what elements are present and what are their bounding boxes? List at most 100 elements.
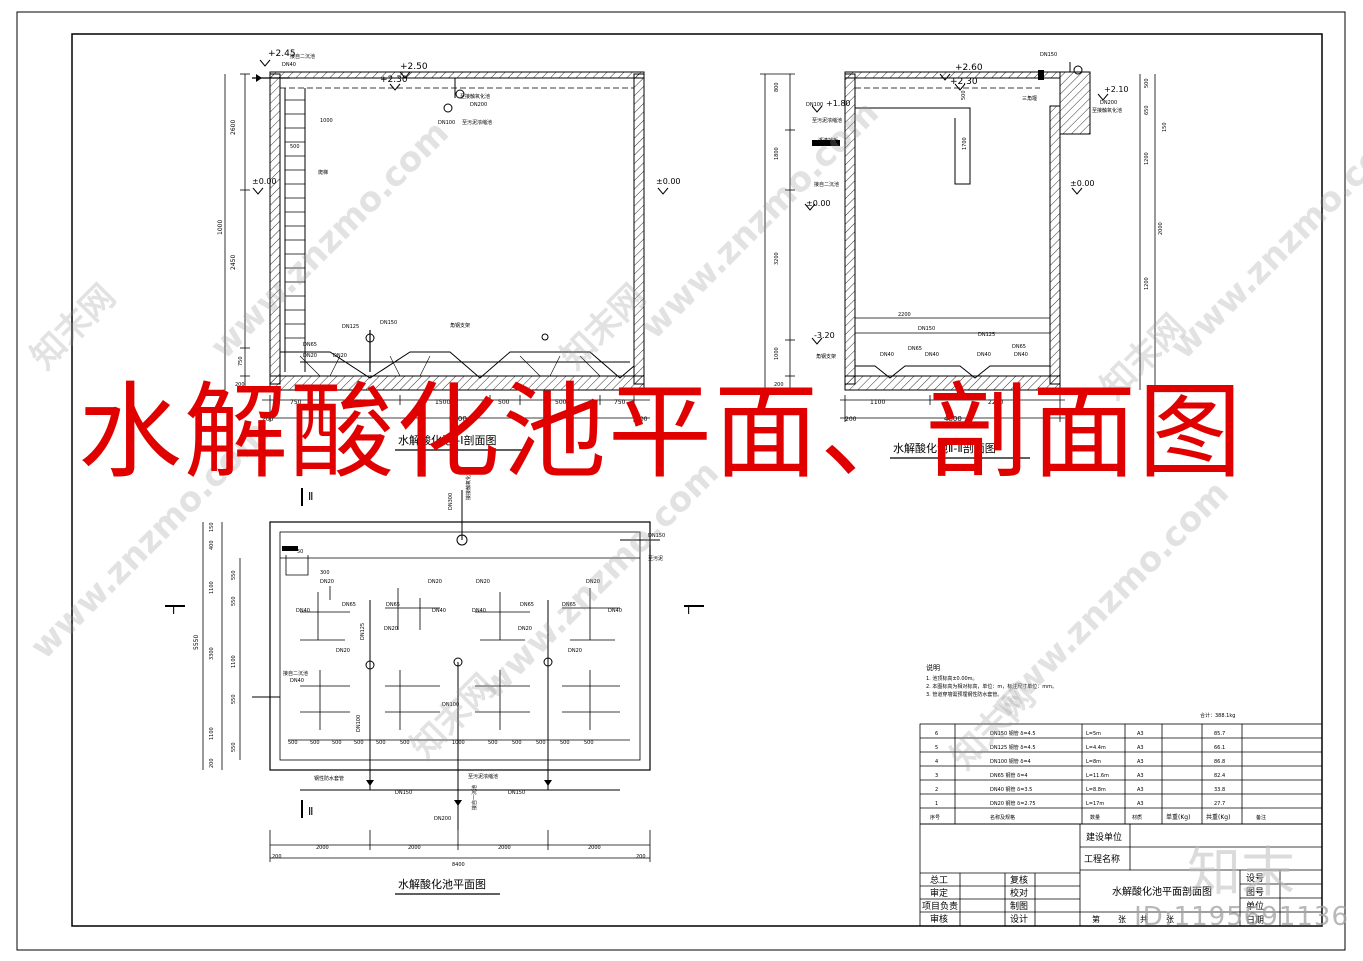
tb-total-sheets: 共 [1140,915,1148,924]
s2-elev-water: +2.30 [950,77,978,87]
tb-sheet2: 张 [1118,915,1126,924]
s2-dim-right-4: 1200 [1144,277,1150,290]
plan-dim-left-7: 550 [231,694,237,704]
mat-header-mat: 材质 [1132,814,1142,821]
plan-pipe-dim-10: 500 [560,740,570,746]
plan-dn150b: DN150 [508,790,525,796]
plan-branch-4: DN40 [296,608,310,614]
plan-to-oxic: 接自一沉池 [471,785,478,810]
s2-dim-1700: 1700 [962,137,968,150]
plan-branch-15: DN20 [568,648,582,654]
mat-row-4-no: 2 [935,787,938,793]
main-title: 水解酸化池平面、剖面图 [78,371,1245,493]
inner-frame [71,33,1323,927]
plan-dn40: DN40 [290,678,304,684]
s1-elev-water: +2.30 [380,75,408,85]
plan-dn150: DN150 [648,533,665,539]
s2-elev-top: +2.60 [955,63,983,73]
plan-dim-total: 8400 [452,862,465,868]
s2-weir: 三角堰 [1022,95,1037,102]
plan-dim-bottom-1: 2000 [408,845,421,851]
s1-dim-left-1: 1000 [217,220,224,235]
s2-dn65: DN65 [908,346,922,352]
s1-ladder: 爬梯 [318,169,328,176]
mat-row-5-mat: A3 [1137,801,1144,807]
mat-row-1-total: 66.1 [1214,745,1225,751]
plan-dim-left-6: 1100 [231,655,237,668]
s2-dim-2200b: 2200 [988,399,1003,406]
plan-pipe-dim-2: 500 [332,740,342,746]
mat-row-4-qty: L=8.8m [1086,787,1106,793]
s2-dn150b: DN150 [918,326,935,332]
mat-header-qty: 数量 [1090,814,1100,821]
s2-dn40c: DN40 [977,352,991,358]
plan-pipe-dim-7: 500 [488,740,498,746]
mat-row-3-name: DN65 钢管 δ=4 [990,772,1028,779]
s2-dim-1100: 1100 [870,399,885,406]
mat-row-5-no: 1 [935,801,938,807]
s1-from2: 接自二沉池 [290,53,315,60]
mat-row-1-qty: L=4.4m [1086,745,1106,751]
s1-dim-bottom-4: 500 [555,399,567,406]
plan-pipe-dim-3: 500 [354,740,364,746]
plan-dim-total-left: 5550 [193,635,200,650]
plan-pipe-dim-0: 500 [288,740,298,746]
s2-sludge: 至污泥浓缩池 [812,117,842,124]
plan-branch-12: DN20 [336,648,350,654]
mat-row-0-name: DN150 钢管 δ=4.5 [990,730,1036,737]
plan-dim-left-9: 1100 [209,727,215,740]
s2-dim-left-3: 1000 [774,347,780,360]
mat-header-remark: 备注 [1256,814,1266,821]
plan-pipe-dim-1: 500 [310,740,320,746]
plan-branch-6: DN65 [386,602,400,608]
tb-unit: 单位 [1246,900,1264,912]
plan-dn300: DN300 [448,493,454,510]
s2-angle: 角钢支架 [816,353,836,360]
plan-branch-14: DN20 [518,626,532,632]
plan-dim-left-2: 1100 [209,581,215,594]
s1-title: 水解酸化池Ⅰ-Ⅰ剖面图 [398,433,496,447]
plan-dim-300: 300 [320,570,330,576]
s1-dim-1000: 1000 [320,118,333,124]
plan-dim-left-8: 550 [231,742,237,752]
tb-build-unit: 建设单位 [1086,831,1122,843]
mat-row-0-mat: A3 [1137,731,1144,737]
plan-pipe-dim-9: 500 [536,740,546,746]
tb-design-no: 设号 [1246,873,1264,884]
tb-total2: 张 [1166,915,1174,924]
plan-dn100b: DN100 [442,702,459,708]
plan-branch-1: DN20 [428,579,442,585]
plan-branch-2: DN20 [476,579,490,585]
notes-line-0: 1. 池顶标高±0.00m。 [926,675,978,682]
plan-from-tank: 接接触氧化池 [465,470,472,500]
plan-dn100: DN100 [356,715,362,732]
plan-dim-left-4: 550 [231,596,237,606]
mat-row-3-total: 82.4 [1214,773,1225,779]
s2-dim-total: 4800 [944,415,962,423]
s1-dim-left-3: 750 [238,356,244,366]
plan-dn150a: DN150 [395,790,412,796]
mat-row-2-no: 4 [935,759,938,765]
plan-dim-left-3: 550 [231,570,237,580]
s1-dn125: DN125 [342,324,359,330]
mat-row-0-total: 85.7 [1214,731,1225,737]
plan-branch-10: DN65 [562,602,576,608]
s2-dn40d: DN40 [1014,352,1028,358]
s2-dn150: DN150 [1040,52,1057,58]
s2-dim-left-4: 200 [774,382,784,388]
s1-dn100: DN100 [438,120,455,126]
tb-drawing-name: 水解酸化池平面剖面图 [1112,885,1212,898]
s2-dim-right-5: 2000 [1158,222,1164,235]
s1-dim-bottom-2: 1500 [435,399,450,406]
plan-title: 水解酸化池平面图 [398,877,486,891]
s1-dn20b: DN20 [333,353,347,359]
tb-review: 复核 [1010,874,1028,886]
plan-dim-left-0: 150 [209,522,215,532]
s2-dn200: DN200 [1100,100,1117,106]
mat-row-0-no: 6 [935,731,938,737]
s1-dim-bottom-3: 500 [498,399,510,406]
plan-pipe-dim-8: 500 [512,740,522,746]
s2-dim-right-2: 150 [1162,122,1168,132]
s2-film: 浮渣挡板 [818,137,838,144]
plan-dim-left-1: 400 [209,540,215,550]
